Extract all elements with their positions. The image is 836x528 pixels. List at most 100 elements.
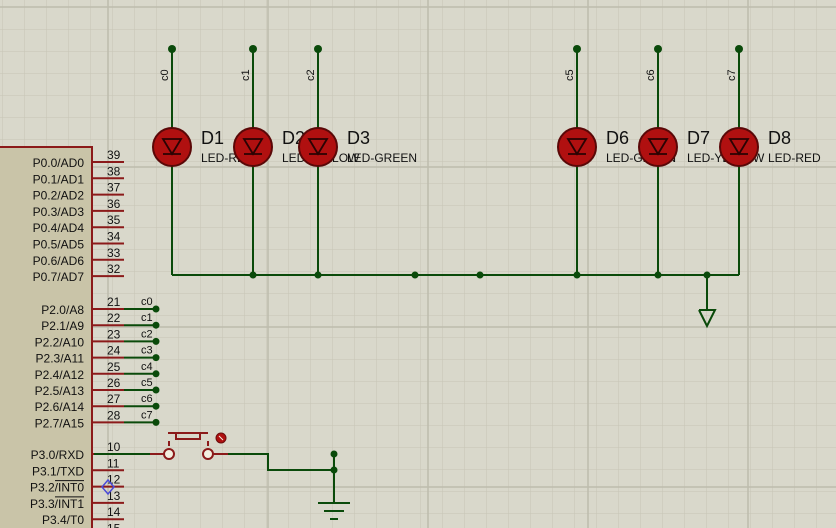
pin-label: P3.3/INT1 (30, 497, 84, 511)
junction-dot (411, 271, 419, 279)
net-label: c6 (141, 393, 153, 405)
led-body (233, 127, 273, 167)
net-terminal-dot (152, 305, 160, 313)
pin-number: 23 (107, 327, 121, 341)
pin-number: 10 (107, 440, 121, 454)
led-body (719, 127, 759, 167)
pin-number: 14 (107, 505, 121, 519)
pin-label: P3.1/TXD (32, 464, 84, 478)
pin-number: 24 (107, 344, 121, 358)
pin-label: P2.6/A14 (35, 400, 85, 414)
pin-label: P0.5/AD5 (33, 238, 85, 252)
net-label: c7 (726, 69, 738, 81)
pin-label: P2.1/A9 (41, 319, 84, 333)
pin-number: 38 (107, 164, 121, 178)
junction-dot (476, 271, 484, 279)
pin-number: 27 (107, 392, 121, 406)
net-terminal-dot (152, 321, 160, 329)
pin-label: P2.0/A8 (41, 303, 84, 317)
net-label: c4 (141, 361, 153, 373)
pin-label: P2.5/A13 (35, 384, 85, 398)
led-body (557, 127, 597, 167)
net-label: c5 (564, 69, 576, 81)
diode-icon (728, 138, 750, 156)
led-body (638, 127, 678, 167)
wire-button-right (228, 453, 334, 471)
pin-number: 25 (107, 360, 121, 374)
diode-icon (566, 138, 588, 156)
led-ref-label: D1 (201, 128, 224, 148)
net-label: c3 (141, 345, 153, 357)
pin-label: P0.7/AD7 (33, 270, 85, 284)
pin-number: 15 (107, 522, 121, 528)
push-button[interactable] (150, 432, 228, 460)
ground-symbol-lower (318, 502, 350, 520)
pin-number: 34 (107, 230, 121, 244)
net-terminal-dot (152, 418, 160, 426)
junction-dot (330, 466, 338, 474)
junction-dot (330, 450, 338, 458)
pin-label: P2.4/A12 (35, 368, 85, 382)
ground-symbol-arrow (698, 275, 717, 329)
led-body (298, 127, 338, 167)
led-value-label: LED-RED (768, 151, 821, 165)
pin-number: 12 (107, 473, 121, 487)
net-label: c1 (141, 312, 153, 324)
pin-number: 35 (107, 213, 121, 227)
pin-15[interactable]: 15 (92, 522, 124, 528)
diode-icon (242, 138, 264, 156)
net-terminal-dot (152, 370, 160, 378)
terminal-dot (573, 45, 581, 53)
pin-label: P0.6/AD6 (33, 254, 85, 268)
terminal-dot (168, 45, 176, 53)
net-label: c6 (645, 69, 657, 81)
net-label: c1 (240, 69, 252, 81)
pin-label: P2.7/A15 (35, 416, 85, 430)
net-terminal-dot (152, 402, 160, 410)
pin-number: 26 (107, 376, 121, 390)
pin-number: 36 (107, 197, 121, 211)
pin-number: 11 (107, 456, 120, 470)
pin-label: P3.0/RXD (31, 448, 85, 462)
terminal-dot (314, 45, 322, 53)
net-terminal-dot (152, 386, 160, 394)
pin-label: P3.2/INT0 (30, 481, 84, 495)
pin-label: P2.3/A11 (36, 352, 85, 366)
pin-label: P0.3/AD3 (33, 205, 85, 219)
led-body (152, 127, 192, 167)
pin-number: 22 (107, 311, 121, 325)
pin-number: 28 (107, 408, 121, 422)
microcontroller-body[interactable] (0, 146, 93, 528)
pin-label: P2.2/A10 (35, 335, 85, 349)
terminal-dot (735, 45, 743, 53)
pin-number: 39 (107, 148, 121, 162)
pin-label: P0.0/AD0 (33, 156, 85, 170)
pin-number: 32 (107, 262, 121, 276)
led-ref-label: D8 (768, 128, 791, 148)
led-ref-label: D6 (606, 128, 629, 148)
